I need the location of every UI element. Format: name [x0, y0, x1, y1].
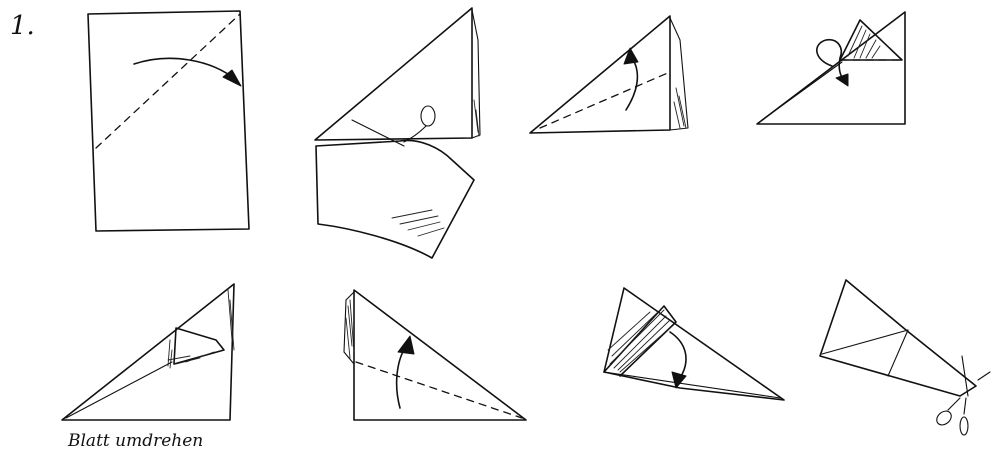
folded-triangle — [315, 8, 472, 140]
fold-arrow — [626, 58, 637, 110]
panel-6-triangle — [344, 290, 526, 420]
cut-mark — [978, 372, 990, 380]
inner-fold-line — [762, 62, 842, 120]
edge-shading — [474, 100, 479, 136]
dart-outline — [604, 288, 784, 400]
panel-8-finished — [820, 280, 990, 435]
panel-3-triangle — [530, 16, 688, 133]
scissors-icon — [421, 106, 435, 126]
arrowhead — [624, 48, 638, 64]
fold-line-dashed — [356, 362, 522, 418]
scissors-icon — [934, 408, 954, 427]
edge-shading — [674, 88, 686, 128]
inner-fold-line — [822, 330, 908, 354]
loop-arrow — [817, 40, 844, 80]
panel-4-flap — [757, 12, 905, 124]
triangle-outline — [62, 284, 234, 420]
inner-fold-line-2 — [888, 330, 908, 376]
panel-1-sheet — [88, 11, 249, 231]
scissors-handle — [960, 417, 968, 435]
sheet-shading — [392, 210, 444, 236]
arrowhead — [836, 74, 848, 86]
fold-arrow — [670, 332, 686, 378]
step-number: 1. — [10, 11, 35, 41]
edge-shading — [346, 300, 354, 358]
panel-7-dart — [604, 288, 784, 400]
fold-line-dashed — [96, 14, 240, 148]
finished-outline — [820, 280, 976, 396]
arrowhead — [398, 336, 414, 354]
caption: Blatt umdrehen — [67, 431, 203, 450]
flap-shading — [608, 310, 672, 372]
sheet-remainder — [316, 140, 474, 258]
sheet-outline — [88, 11, 249, 231]
panel-5-turn-over: Blatt umdrehen — [62, 284, 234, 450]
inner-fold-line — [66, 362, 172, 418]
scissors-blades — [948, 398, 966, 414]
panel-2-cut — [315, 8, 480, 258]
bottom-edge — [604, 372, 780, 398]
fold-arrow — [134, 58, 236, 80]
fold-arrow — [397, 346, 406, 408]
triangle-outline — [530, 16, 670, 133]
fold-line-dashed — [540, 72, 670, 128]
arrowhead — [672, 372, 686, 388]
paper-edge — [670, 18, 688, 130]
triangle-outline — [354, 290, 526, 420]
flap-shading — [848, 26, 880, 58]
